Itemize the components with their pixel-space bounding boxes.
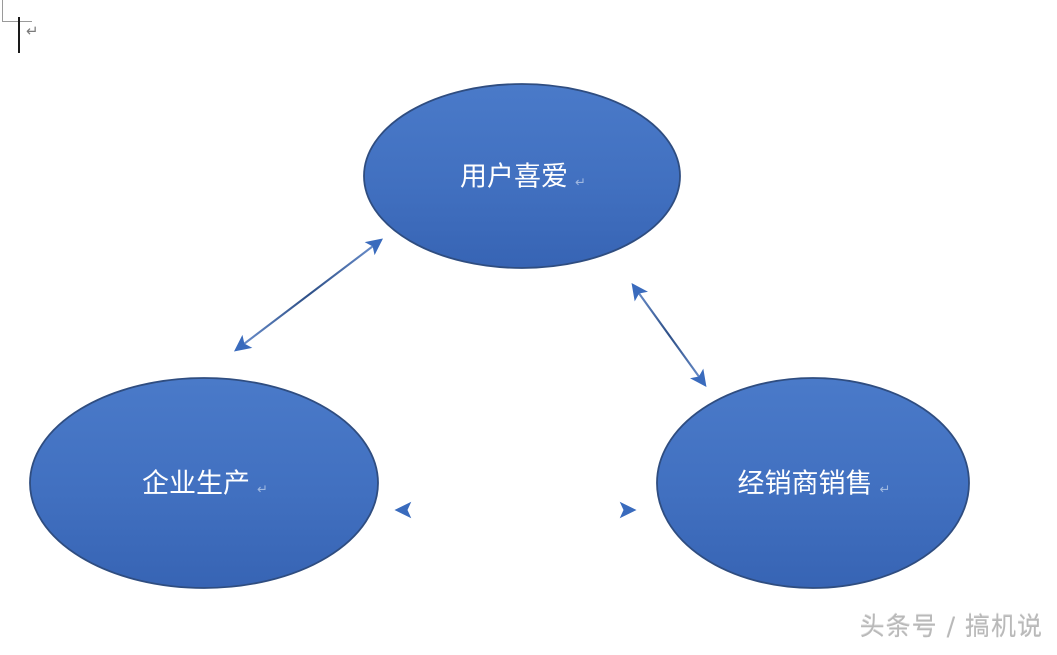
watermark-text: 头条号 / 搞机说 <box>859 612 1043 641</box>
node-user-love-label: 用户喜爱 <box>460 162 568 193</box>
connector-user-love-to-sales[interactable] <box>631 282 707 388</box>
paragraph-mark-icon: ↵ <box>26 22 39 40</box>
page-margin-corner <box>2 0 32 22</box>
node-enterprise-production-label: 企业生产 <box>142 469 250 500</box>
node-distributor-sales-paragraph-mark: ↵ <box>880 483 891 498</box>
node-group: 用户喜爱 ↵ 企业生产 ↵ 经销商销售 ↵ <box>29 83 970 589</box>
node-user-love-ellipse[interactable] <box>363 83 681 269</box>
connector-group <box>233 238 707 519</box>
node-enterprise-production-paragraph-mark: ↵ <box>257 483 268 498</box>
text-cursor <box>18 17 20 53</box>
node-user-love[interactable]: 用户喜爱 ↵ <box>363 83 681 269</box>
node-enterprise-production-ellipse[interactable] <box>29 377 379 589</box>
node-distributor-sales-ellipse[interactable] <box>656 377 970 589</box>
node-distributor-sales[interactable]: 经销商销售 ↵ <box>656 377 970 589</box>
connector-production-to-user-love[interactable] <box>233 238 384 352</box>
node-enterprise-production[interactable]: 企业生产 ↵ <box>29 377 379 589</box>
node-user-love-paragraph-mark: ↵ <box>575 176 586 191</box>
node-distributor-sales-label: 经销商销售 <box>738 469 873 500</box>
